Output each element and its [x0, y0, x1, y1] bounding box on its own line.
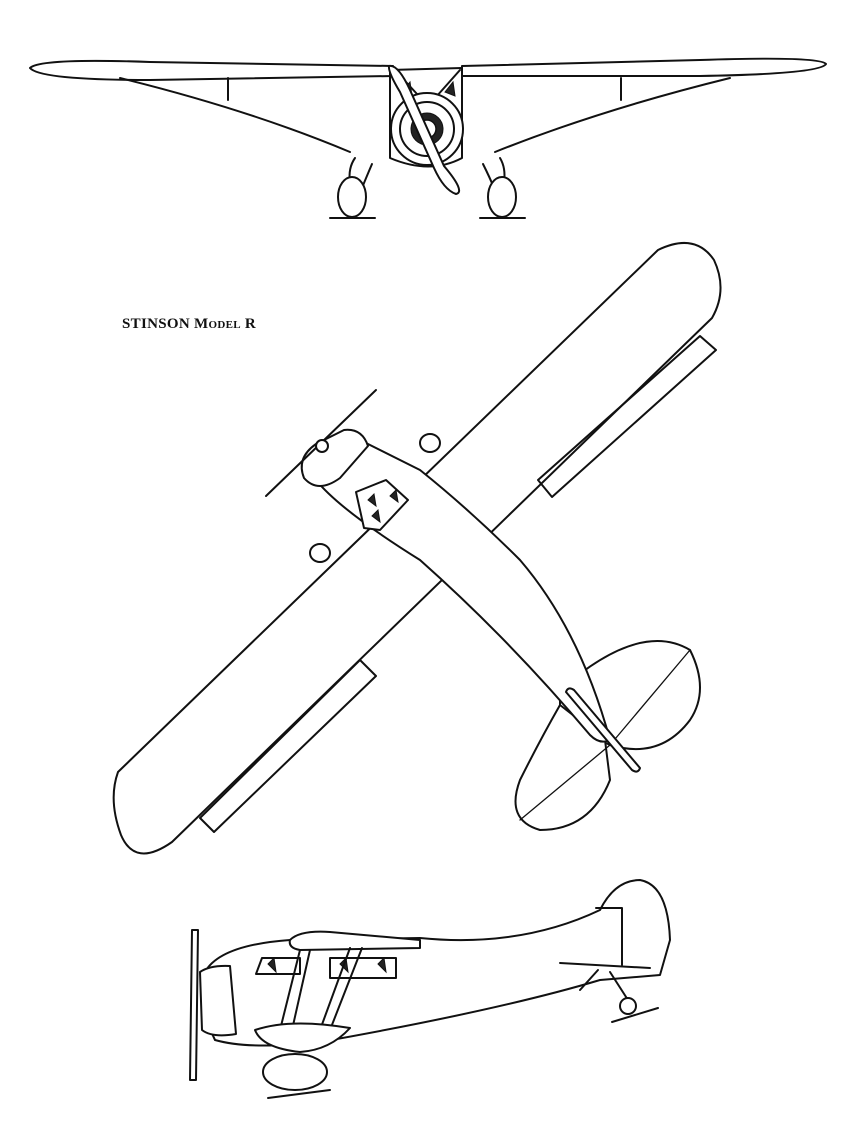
side-fuselage — [202, 879, 671, 1047]
side-tail-wheel-leg — [579, 969, 629, 1001]
plan-right-wheel — [419, 433, 441, 453]
side-tail-wheel — [619, 997, 637, 1015]
plan-rudder — [565, 687, 641, 773]
aircraft-title: STINSON Model R — [122, 316, 256, 333]
front-left-wheel-pant — [337, 176, 367, 218]
side-wing — [288, 930, 421, 951]
front-view — [29, 57, 827, 219]
front-wing — [29, 59, 394, 81]
side-main-wheel-pant — [262, 1053, 328, 1091]
plan-right-aileron — [537, 335, 717, 498]
plan-left-aileron — [199, 659, 377, 833]
side-engine-cowl — [199, 964, 237, 1037]
side-gear-fairing — [254, 1022, 351, 1053]
caption-model: Model — [194, 316, 241, 332]
front-propeller — [387, 64, 460, 195]
caption-suffix: R — [240, 316, 257, 332]
side-vertical-tail — [595, 907, 623, 966]
caption-prefix: STINSON — [122, 316, 195, 332]
front-left-strut — [119, 77, 351, 153]
plan-left-wheel — [309, 543, 331, 563]
side-view — [189, 879, 671, 1099]
side-propeller — [189, 929, 199, 1081]
front-right-wheel-pant — [487, 176, 517, 218]
side-wing-struts — [279, 947, 363, 1031]
side-windows — [255, 957, 301, 975]
plan-view — [112, 242, 722, 855]
